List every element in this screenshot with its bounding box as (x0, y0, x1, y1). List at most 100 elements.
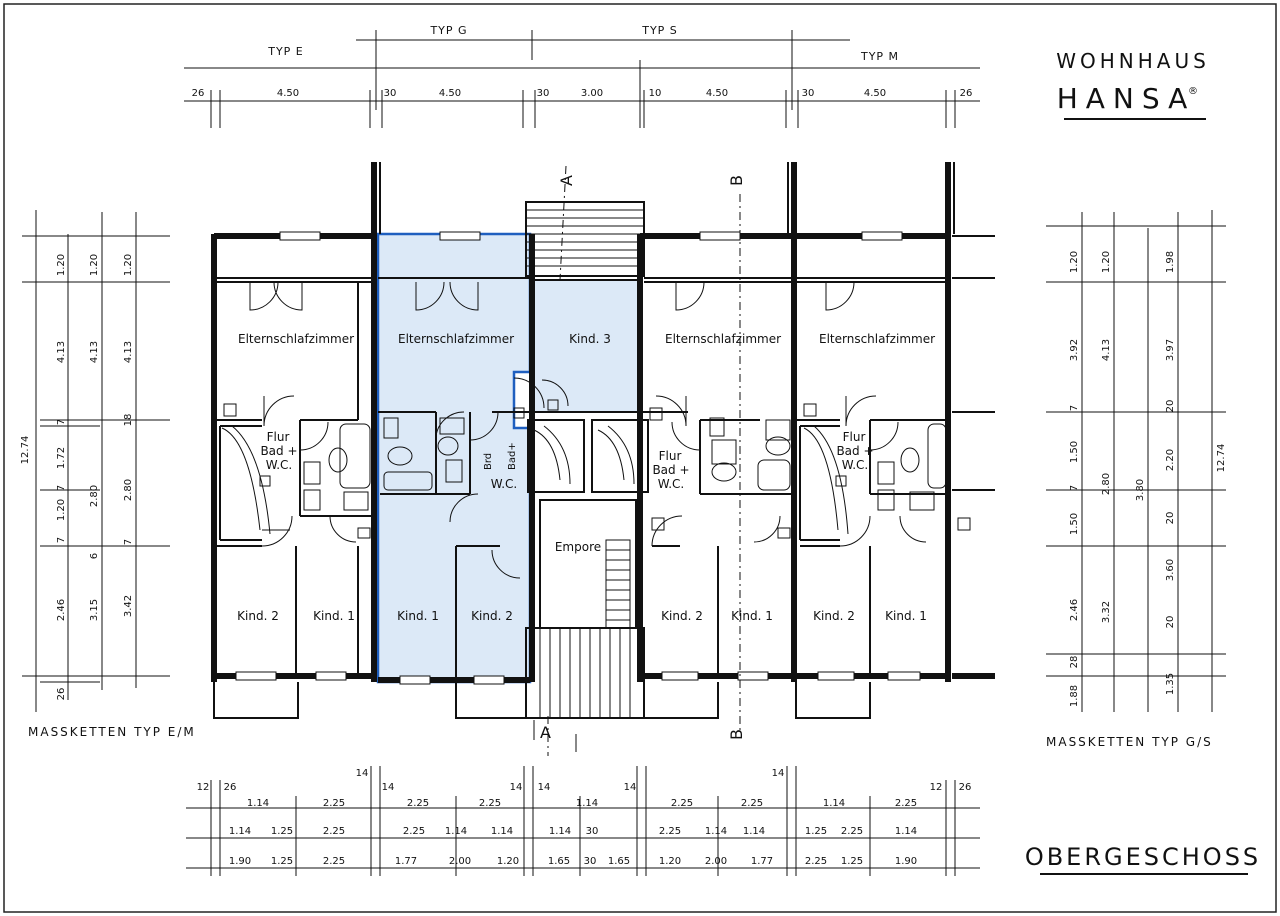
right-dim: 3.80 (1135, 479, 1146, 501)
section-a-bottom: A (540, 723, 551, 742)
bottom-dim: 2.00 (449, 856, 471, 867)
right-dim: 3.60 (1165, 559, 1176, 581)
bottom-dim-edge: 26 (224, 782, 237, 793)
bottom-dim-edge: 14 (510, 782, 523, 793)
left-dim: 2.80 (123, 479, 134, 501)
room-label-kind2: Kind. 2 (661, 609, 703, 623)
top-dim: 4.50 (439, 88, 461, 99)
right-dim: 1.35 (1165, 673, 1176, 695)
bottom-dim: 1.14 (445, 826, 467, 837)
left-dim: 6 (89, 553, 100, 559)
room-label-bad: Bad + (652, 463, 689, 477)
bottom-dim: 2.25 (407, 798, 429, 809)
right-dim: 2.80 (1101, 473, 1112, 495)
right-dim: 3.92 (1069, 339, 1080, 361)
right-dim: 1.20 (1069, 251, 1080, 273)
room-label-eltern: Elternschlafzimmer (819, 332, 935, 346)
room-labels: Elternschlafzimmer Elternschlafzimmer El… (237, 332, 935, 623)
right-dim: 20 (1165, 616, 1176, 629)
type-g-label: TYP G (429, 24, 467, 37)
right-dim: 1.50 (1069, 513, 1080, 535)
bottom-dim: 1.77 (751, 856, 773, 867)
bottom-dim: 1.65 (608, 856, 630, 867)
bottom-dim: 2.25 (841, 826, 863, 837)
right-dim: 4.13 (1101, 339, 1112, 361)
right-dim-total: 12.74 (1216, 444, 1227, 473)
bottom-dim: 1.77 (395, 856, 417, 867)
section-markers: A A B B (533, 165, 746, 756)
bottom-dim: 1.25 (271, 826, 293, 837)
doors (249, 281, 927, 579)
section-a-top: A (557, 175, 576, 186)
room-label-kind1: Kind. 1 (731, 609, 773, 623)
interior-partitions (214, 282, 946, 678)
bottom-dim: 2.25 (805, 856, 827, 867)
top-dim: 3.00 (581, 88, 603, 99)
top-dim: 4.50 (706, 88, 728, 99)
left-dim: 2.80 (89, 485, 100, 507)
bottom-dim: 1.14 (229, 826, 251, 837)
left-dim: 3.42 (123, 595, 134, 617)
room-label-wc: W.C. (842, 458, 869, 472)
bottom-dim: 1.14 (247, 798, 269, 809)
left-chain-label: MASSKETTEN TYP E/M (28, 725, 196, 739)
room-label-brd: Brd (483, 453, 494, 470)
left-dim: 1.72 (56, 447, 67, 469)
bottom-dim: 2.25 (403, 826, 425, 837)
room-label-flur: Flur (843, 430, 866, 444)
room-label-kind2: Kind. 2 (813, 609, 855, 623)
title-line1: WOHNHAUS (1056, 49, 1210, 73)
left-dim: 1.20 (123, 254, 134, 276)
right-dim: 3.97 (1165, 339, 1176, 361)
room-label-wc: W.C. (658, 477, 685, 491)
left-dim: 4.13 (89, 341, 100, 363)
bottom-dim: 2.25 (895, 798, 917, 809)
bottom-dim: 1.14 (549, 826, 571, 837)
party-walls (211, 162, 955, 682)
room-label-kind2: Kind. 2 (471, 609, 513, 623)
bottom-dimension-chains: 12 26 14 14 14 14 14 14 12 26 1.14 2.25 … (186, 766, 980, 876)
windows (235, 231, 921, 685)
highlighted-kind3-zone (534, 280, 638, 412)
bottom-dim-edge: 12 (930, 782, 943, 793)
room-label-bad: Bad + (836, 444, 873, 458)
left-dimension-chains: 1.20 4.13 7 1.72 7 1.20 7 2.46 26 1.20 4… (20, 210, 196, 739)
bottom-dim-edge: 14 (356, 768, 369, 779)
left-dim: 7 (123, 539, 134, 545)
bottom-dim: 1.90 (229, 856, 251, 867)
bottom-dim: 30 (584, 856, 597, 867)
right-chain-label: MASSKETTEN TYP G/S (1046, 735, 1213, 749)
left-dim-total: 12.74 (20, 436, 31, 465)
bottom-dim: 1.14 (491, 826, 513, 837)
bottom-dim: 2.25 (323, 826, 345, 837)
left-dim: 7 (56, 419, 67, 425)
bottom-dim: 2.25 (323, 856, 345, 867)
top-dim: 30 (802, 88, 815, 99)
room-label-eltern: Elternschlafzimmer (238, 332, 354, 346)
bottom-dim: 1.14 (895, 826, 917, 837)
bottom-dim-edge: 26 (959, 782, 972, 793)
bottom-dim-edge: 14 (772, 768, 785, 779)
bottom-dim: 1.14 (823, 798, 845, 809)
title-mark: ® (1188, 86, 1198, 97)
room-label-bad: Bad + (260, 444, 297, 458)
right-dim: 1.88 (1069, 685, 1080, 707)
bottom-dim: 2.00 (705, 856, 727, 867)
room-label-kind2: Kind. 2 (237, 609, 279, 623)
room-label-flur: Flur (267, 430, 290, 444)
lower-balconies (213, 682, 871, 719)
left-dim: 1.20 (56, 499, 67, 521)
room-label-kind3: Kind. 3 (569, 332, 611, 346)
bottom-dim: 1.25 (841, 856, 863, 867)
left-dim: 3.15 (89, 599, 100, 621)
left-dim: 26 (56, 688, 67, 701)
right-dim: 7 (1069, 405, 1080, 411)
right-dim: 7 (1069, 485, 1080, 491)
section-b-top: B (727, 175, 746, 186)
left-dim: 4.13 (123, 341, 134, 363)
left-dim: 1.20 (89, 254, 100, 276)
room-label-empore: Empore (555, 540, 601, 554)
bottom-dim: 1.90 (895, 856, 917, 867)
right-dim: 1.50 (1069, 441, 1080, 463)
bottom-dim: 30 (586, 826, 599, 837)
